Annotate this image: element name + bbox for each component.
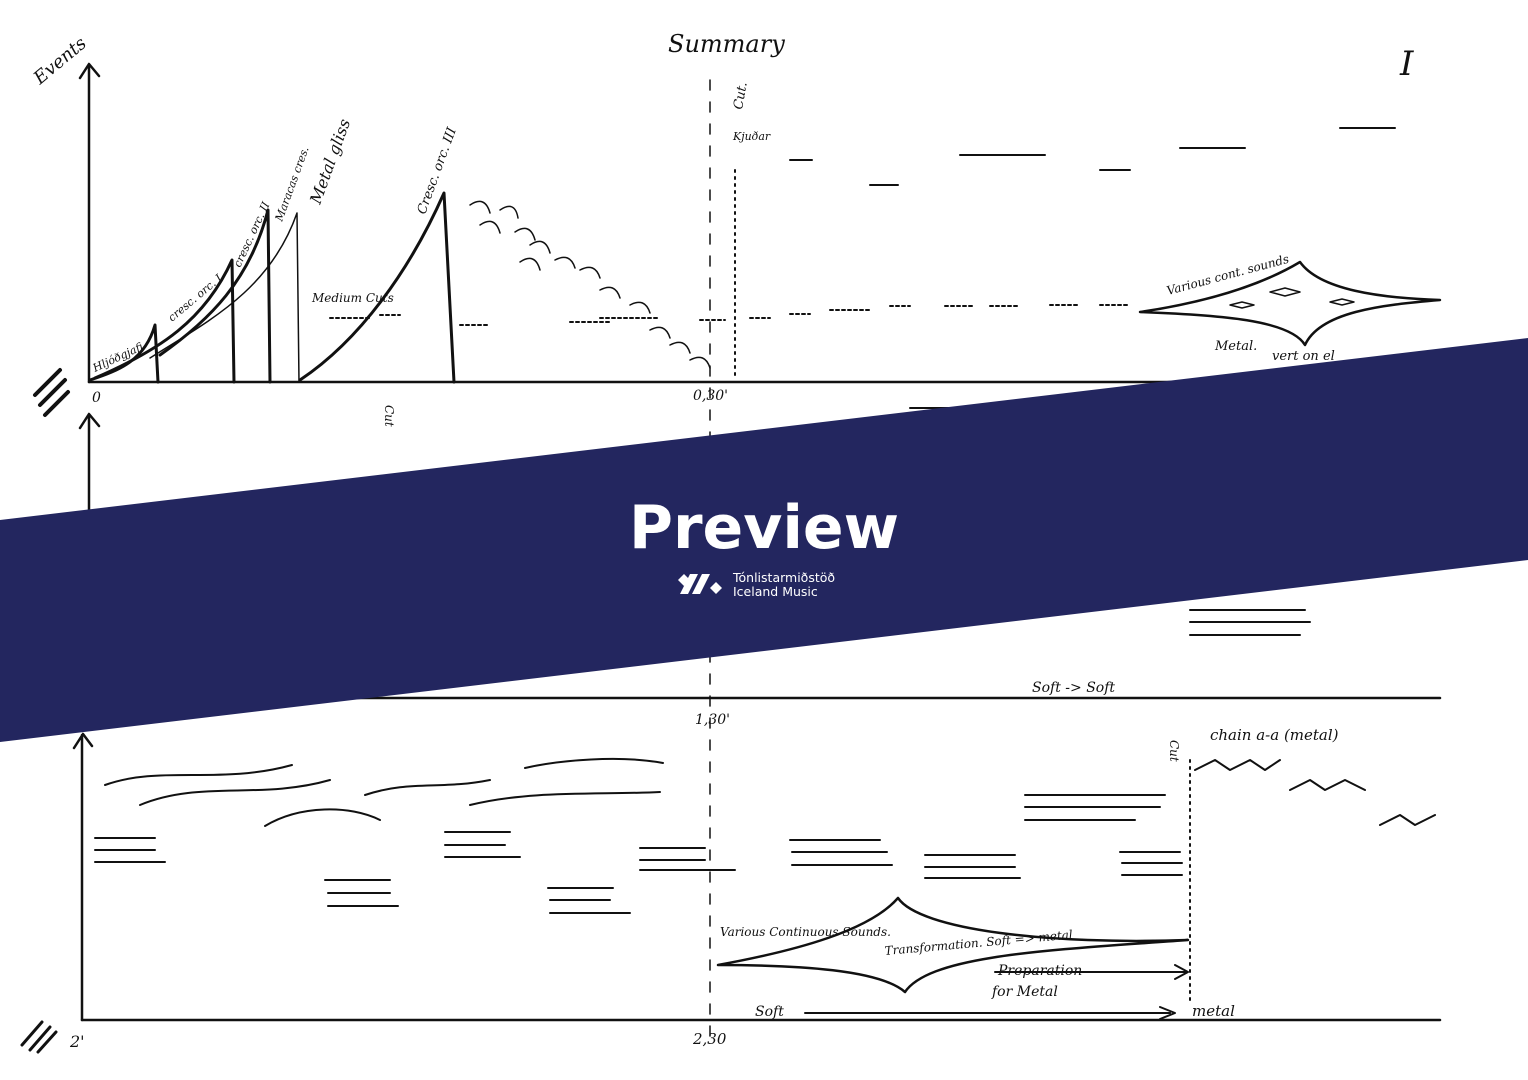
annotation: Cut	[382, 405, 396, 427]
annotation: Soft -> Soft	[1032, 680, 1115, 696]
time-label: 2,30	[692, 1030, 727, 1048]
annotation: Transformation. Soft => metal	[884, 928, 1073, 958]
annotation: Cut.	[731, 81, 751, 111]
annotation: chain a-a (metal)	[1210, 726, 1339, 744]
annotation: Preparation	[997, 963, 1082, 979]
sparse-events	[329, 127, 1396, 381]
decay-arcs	[469, 200, 711, 369]
score-title: Summary	[668, 30, 785, 58]
annotation: Metal gliss	[306, 116, 355, 207]
part-number: I	[1399, 44, 1414, 84]
preview-banner	[0, 338, 1528, 742]
crescendo-curves	[88, 191, 456, 384]
annotation: Medium Cuts	[311, 291, 394, 305]
annotation: Metal.	[1214, 339, 1257, 354]
annotation: Various Continuous Sounds.	[720, 925, 891, 939]
annotation: vert on el	[1272, 349, 1335, 364]
annotation: metal	[1192, 1002, 1235, 1020]
various-sounds-shape	[1138, 260, 1442, 347]
annotation: Maracas cres.	[272, 145, 311, 224]
annotation: Cut	[1167, 740, 1181, 762]
annotation: Soft	[755, 1004, 784, 1020]
time-label: 0	[92, 390, 101, 406]
annotation: cresc. orc. II	[231, 199, 273, 269]
annotation: Kjuðar	[732, 130, 771, 143]
preview-title: Preview	[629, 493, 899, 563]
annotation: for Metal	[991, 984, 1058, 1000]
time-label: 1,30'	[695, 712, 730, 728]
logo-line2: Iceland Music	[733, 584, 818, 599]
annotation: Cresc. orc. III	[415, 125, 461, 217]
y-axis-label: Events	[29, 33, 91, 90]
waves-and-clusters	[94, 757, 1436, 1020]
system3-axes	[20, 732, 1442, 1054]
iceland-music-logo-icon	[678, 574, 722, 594]
logo-line1: Tónlistarmiðstöð	[732, 570, 835, 585]
time-label: 2'	[69, 1032, 85, 1051]
